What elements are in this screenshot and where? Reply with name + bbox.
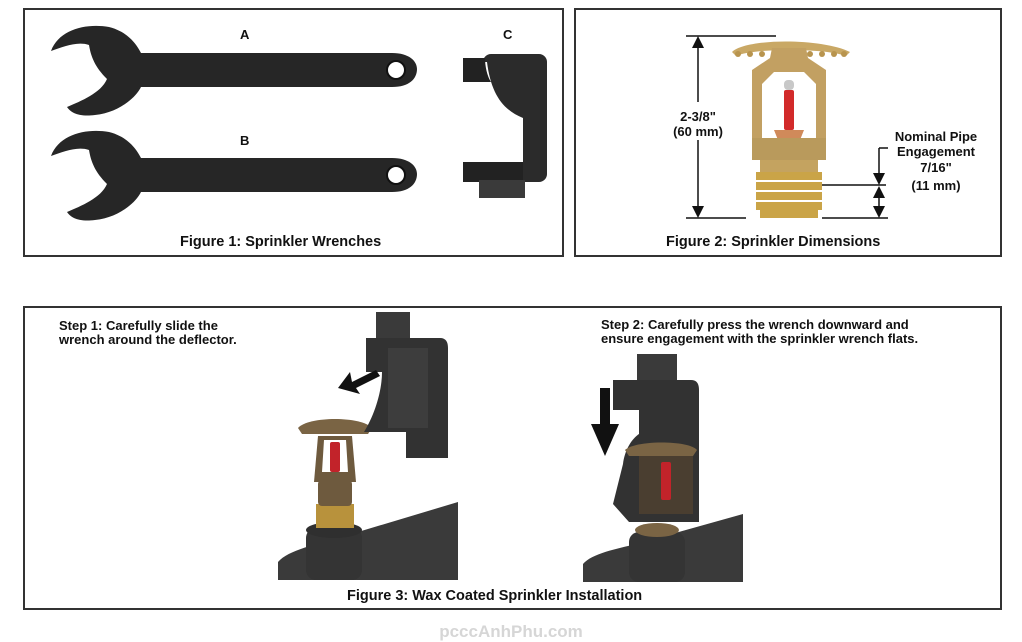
step-1-text: Step 1: Carefully slide the wrench aroun… [59,318,237,347]
figure-2-panel: 2-3/8" (60 mm) Nominal Pipe Engagement 7… [574,8,1002,257]
step-2-illustration [583,354,743,582]
step-2-text: Step 2: Carefully press the wrench downw… [601,317,919,346]
wrench-c-icon [463,54,547,198]
wrench-a-label: A [240,27,250,42]
figure-3-panel: Step 1: Carefully slide the wrench aroun… [23,306,1002,610]
sprinkler-dimension-drawing [686,35,888,219]
wrench-b-label: B [240,133,250,148]
wrench-c-label: C [503,27,513,42]
height-dimension-label: 2-3/8" (60 mm) [673,109,723,139]
wrench-b-icon [51,130,417,221]
figure-3-caption: Figure 3: Wax Coated Sprinkler Installat… [347,588,643,604]
engagement-dimension-label: Nominal Pipe Engagement 7/16" (11 mm) [894,129,978,193]
step-1-illustration [278,312,458,580]
figure-1-caption: Figure 1: Sprinkler Wrenches [180,234,382,250]
wrench-a-icon [51,25,417,116]
watermark: pcccAnhPhu.com [439,622,583,641]
figure-1-panel: A B C Figure 1: Sprinkler Wrenches [23,8,564,257]
figure-2-caption: Figure 2: Sprinkler Dimensions [666,234,881,250]
